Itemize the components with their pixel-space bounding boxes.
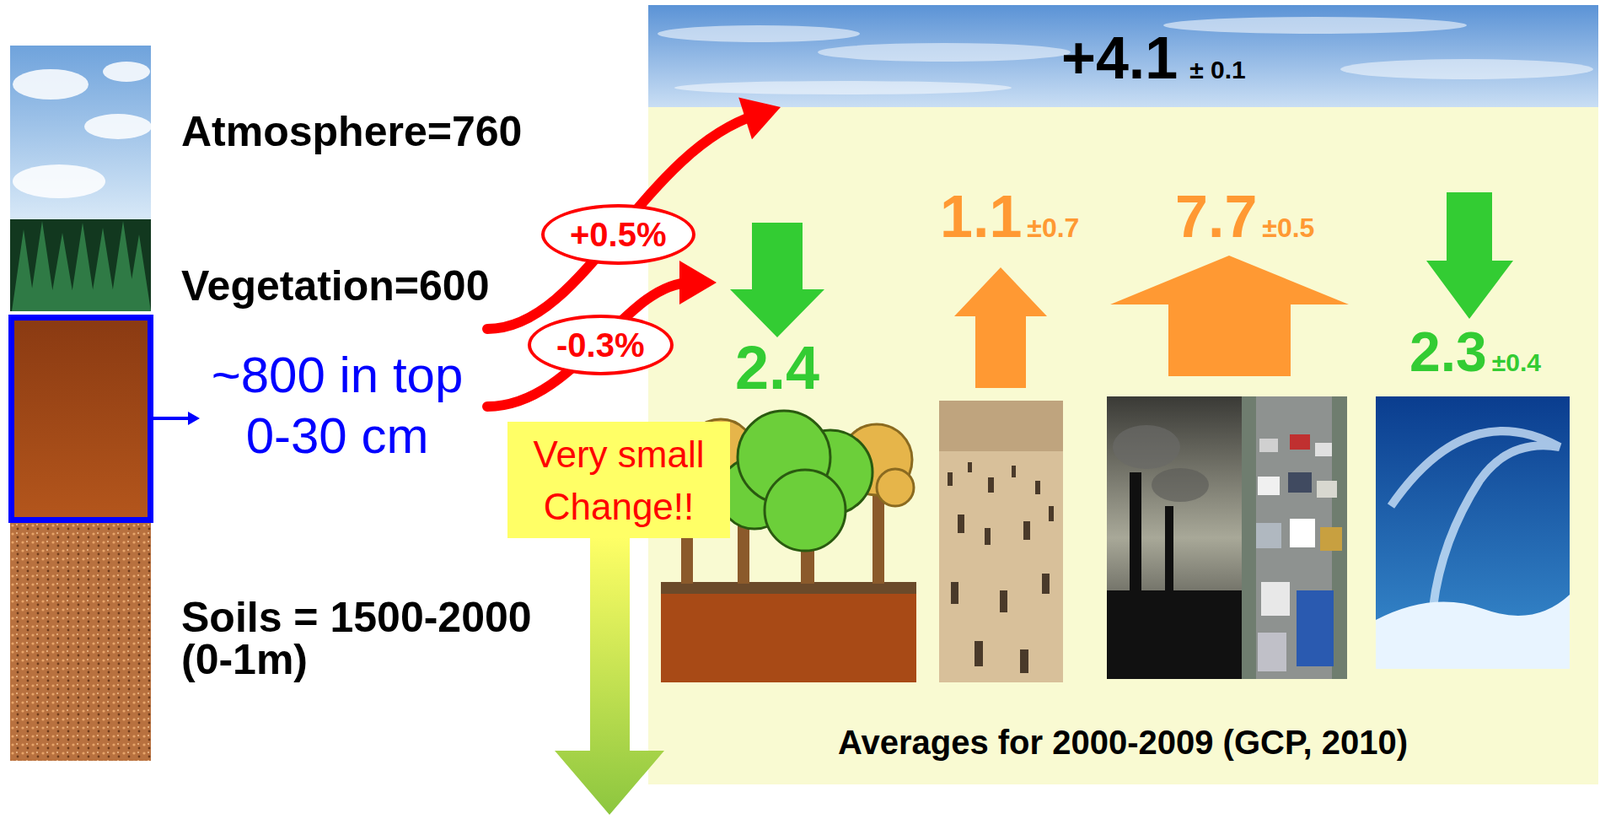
cloud — [102, 61, 151, 82]
forest-photo — [10, 219, 151, 312]
downward-arrow — [554, 536, 665, 815]
car — [1316, 480, 1337, 498]
uncertainty: ±0.5 — [1261, 214, 1315, 242]
smoke — [1151, 467, 1209, 502]
flux-arrow — [487, 97, 781, 329]
truck — [1296, 590, 1334, 666]
flux-value: 2.3 — [1409, 323, 1488, 380]
smoke — [1112, 424, 1181, 469]
note-box: Very small Change!! — [507, 421, 731, 538]
land-sink: 2.4 — [716, 222, 917, 682]
arrow-line — [487, 114, 757, 329]
ocean-sink: 2.3±0.4 — [1375, 316, 1570, 669]
horizon — [939, 400, 1064, 452]
cloud-streak — [657, 25, 860, 43]
car — [1315, 442, 1332, 457]
cloud — [84, 113, 152, 140]
pool-vegetation: Vegetation=600 — [10, 219, 497, 314]
car — [1289, 434, 1311, 450]
cloud — [12, 69, 89, 100]
text-group: Averages for 2000-2009 (GCP, 2010) — [837, 724, 1408, 759]
arrow-head — [679, 260, 717, 305]
flux-value: +4.1 — [1061, 28, 1178, 88]
text-group: 1.1±0.7 — [939, 187, 1080, 247]
atmosphere-band: +4.1 ± 0.1 — [648, 5, 1598, 108]
car — [1259, 438, 1278, 452]
text-group: 2.4 — [735, 337, 820, 398]
source-arrow — [954, 267, 1047, 388]
car — [1257, 476, 1280, 495]
pool-topsoil: ~800 in top 0-30 cm — [8, 314, 488, 523]
caption-text: Averages for 2000-2009 (GCP, 2010) — [837, 724, 1408, 759]
arrow-line — [487, 282, 692, 407]
subsoil-photo — [10, 522, 151, 761]
uncertainty: ±0.4 — [1492, 349, 1541, 376]
pool-soil: Soils = 1500-2000 (0-1m) — [10, 522, 559, 761]
text-group: +4.1 ± 0.1 — [1061, 28, 1246, 88]
pool-label: Atmosphere=760 — [181, 110, 522, 153]
fossil-source: 7.7±0.5 — [1106, 180, 1348, 679]
text-group: Very small Change!! — [521, 428, 716, 532]
wave-foam — [1375, 594, 1570, 669]
pool-label: ~800 in top 0-30 cm — [193, 344, 481, 467]
cloud-streak — [1340, 59, 1594, 80]
pool-label: Vegetation=600 — [181, 264, 489, 307]
sky-band — [648, 5, 1599, 108]
tree-canopy — [764, 469, 846, 551]
flux-value: 7.7 — [1175, 187, 1257, 247]
source-arrow — [1110, 255, 1349, 376]
car — [1256, 522, 1282, 548]
conifer-trees — [11, 220, 151, 312]
traffic-photo — [1241, 396, 1348, 679]
pointer-head — [187, 411, 200, 425]
factory-photo — [1106, 396, 1242, 679]
cloud-streak — [674, 80, 1012, 95]
text-group: Soils = 1500-2000 (0-1m) — [181, 595, 553, 681]
uncertainty: ±0.7 — [1026, 214, 1080, 242]
pointer-line — [153, 416, 189, 420]
flux-value: 1.1 — [939, 187, 1022, 247]
land-use-source: 1.1±0.7 — [933, 180, 1087, 682]
ocean-photo — [1375, 396, 1570, 669]
soil-layer — [660, 581, 917, 682]
pool-atmosphere: Atmosphere=760 — [10, 45, 530, 220]
sink-arrow — [730, 222, 825, 338]
factory-silhouette — [1106, 590, 1242, 679]
sky-photo — [10, 45, 151, 220]
change-ellipse: -0.3% — [527, 314, 674, 376]
topsoil-photo — [11, 317, 151, 521]
pool-label: Soils = 1500-2000 (0-1m) — [181, 595, 553, 681]
percent-change: -0.3% — [556, 327, 645, 362]
flux-arrow — [487, 260, 717, 407]
panel-ground — [648, 107, 1599, 784]
soil-surface — [660, 581, 917, 594]
text-group: 2.3±0.4 — [1409, 323, 1541, 380]
text-group: Vegetation=600 — [181, 264, 489, 307]
car — [1320, 526, 1343, 551]
text-group: ~800 in top 0-30 cm — [193, 344, 481, 467]
car — [1288, 472, 1312, 493]
car — [1257, 632, 1287, 672]
sink-arrow — [1426, 192, 1514, 319]
tree-canopy — [876, 468, 914, 506]
text-group: Atmosphere=760 — [181, 110, 522, 153]
cloud — [12, 164, 106, 199]
flux-panel: Averages for 2000-2009 (GCP, 2010) 2.4 1.1… — [648, 107, 1598, 784]
text-group: 7.7±0.5 — [1175, 187, 1315, 247]
uncertainty: ± 0.1 — [1189, 57, 1246, 83]
cloud-streak — [1163, 16, 1467, 34]
tree-stumps — [947, 461, 1054, 673]
note-text: Very small Change!! — [521, 428, 716, 532]
deforestation-photo — [939, 400, 1064, 682]
flux-value: 2.4 — [735, 337, 820, 398]
cloud-streak — [817, 42, 1071, 62]
arrow-head — [738, 97, 781, 140]
wave-crest — [1390, 430, 1560, 607]
percent-change: +0.5% — [569, 217, 667, 252]
change-ellipse: +0.5% — [541, 204, 696, 265]
car — [1261, 581, 1290, 616]
car — [1289, 518, 1316, 548]
